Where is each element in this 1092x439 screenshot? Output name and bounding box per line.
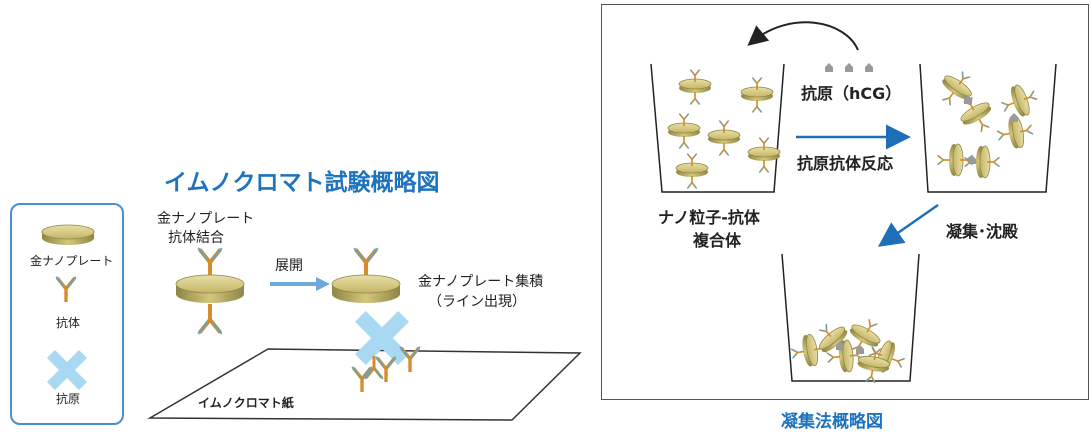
legend-antibody-label: 抗体 — [56, 316, 81, 330]
antigen-antibody-reaction-label: 抗原抗体反応 — [797, 154, 894, 173]
agglutination-caption: 凝集法概略図 — [781, 412, 883, 432]
agglutination-panel — [601, 4, 1089, 400]
paper-label: イムノクロマト紙 — [198, 396, 294, 410]
accumulate-label-line2: （ライン出現） — [428, 294, 526, 310]
conjugate-label-line1: 金ナノプレート — [157, 211, 255, 227]
accumulated-gold-plate — [331, 246, 401, 303]
immunochromato-title: イムノクロマト試験概略図 — [164, 170, 440, 196]
immunochromato-paper — [147, 348, 582, 421]
nanoparticle-complexes-dispersed — [668, 69, 780, 188]
beaker-right — [919, 63, 1057, 193]
complex-label-line2: 複合体 — [693, 231, 742, 250]
aggregation-label: 凝集･沈殿 — [946, 222, 1019, 241]
legend-box: 金ナノプレート 抗体 抗原 — [10, 203, 124, 425]
antigen-hcg-label: 抗原（hCG） — [801, 84, 902, 103]
nanoparticle-complexes-bound — [933, 65, 1041, 178]
aggregated-precipitate — [789, 313, 909, 385]
gold-plate-conjugate — [175, 246, 245, 336]
legend-gold-plate-icon — [41, 224, 95, 245]
legend-antigen-icon — [47, 350, 87, 390]
beaker-left — [650, 63, 785, 193]
legend-antibody-icon — [54, 275, 78, 304]
antigen-addition-arrow — [747, 21, 859, 51]
conjugate-label-line2: 抗体結合 — [168, 230, 224, 246]
beaker-bottom — [781, 253, 920, 382]
develop-arrow-label: 展開 — [275, 258, 303, 274]
legend-antigen-label: 抗原 — [56, 392, 81, 406]
legend-gold-plate-label: 金ナノプレート — [30, 254, 114, 268]
complex-label-line1: ナノ粒子-抗体 — [658, 208, 760, 227]
aggregation-arrow — [877, 203, 939, 247]
hcg-antigen-icons — [825, 63, 873, 72]
accumulate-label-line1: 金ナノプレート集積 — [418, 274, 544, 290]
